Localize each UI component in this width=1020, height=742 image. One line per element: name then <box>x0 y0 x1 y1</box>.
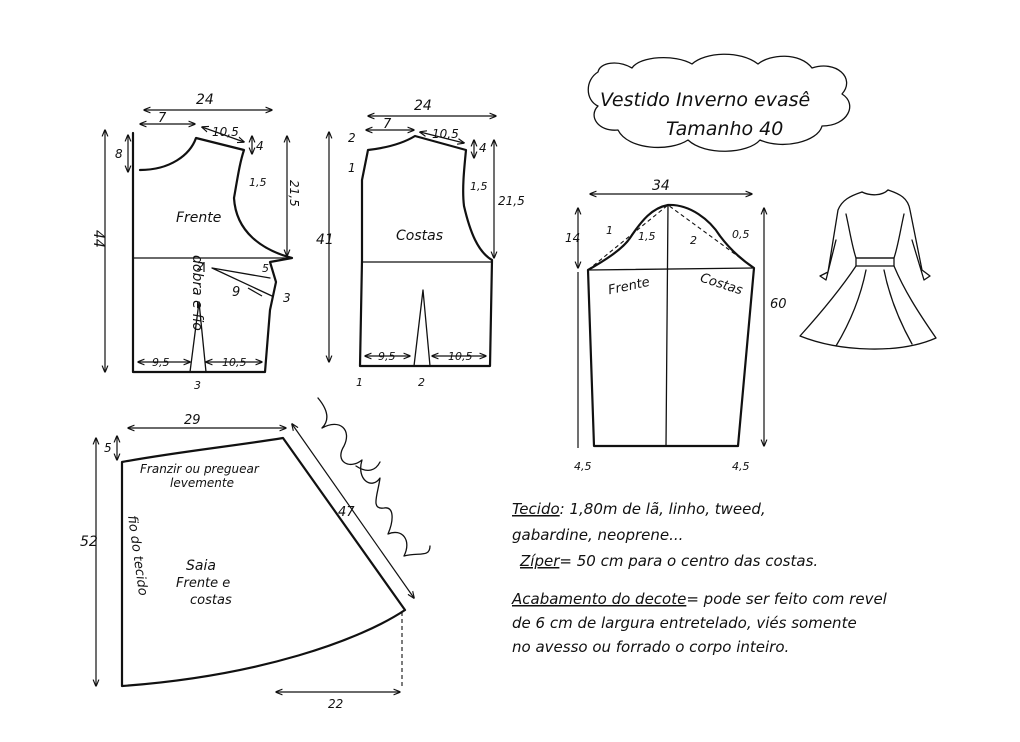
front-dart-length-dim <box>247 287 263 297</box>
back-waist-right-label: 10,5 <box>448 350 473 363</box>
front-length-label: 44 <box>90 230 106 248</box>
back-bodice-name: Costas <box>396 228 443 244</box>
dress-right-sleeve <box>887 189 931 281</box>
front-shoulder-dim <box>202 127 244 142</box>
sleeve-cap-guides <box>587 204 755 271</box>
front-waist-right-label: 10,5 <box>222 356 247 369</box>
sleeve-back-label: Costas <box>698 271 744 299</box>
notes-finish-text3: no avesso ou forrado o corpo inteiro. <box>512 638 789 656</box>
sleeve-cuff-right-label: 4,5 <box>732 460 750 473</box>
sleeve-front-label: Frente <box>607 275 651 298</box>
front-neck-width-label: 7 <box>158 111 167 126</box>
notes-finish-text2: de 6 cm de largura entretelado, viés som… <box>512 614 857 632</box>
skirt-length-label: 52 <box>80 534 98 550</box>
dress-illustration <box>799 189 937 350</box>
back-shoulder-drop-label: 4 <box>479 141 487 155</box>
sleeve-curve-a-label: 1 <box>606 224 613 237</box>
back-waist-dart-label: 2 <box>418 376 425 389</box>
notes-fabric-label: Tecido <box>512 500 560 518</box>
back-hem-offset-label: 1 <box>356 376 363 389</box>
sleeve-cuff-left-label: 4,5 <box>574 460 592 473</box>
back-shoulder-label: 10,5 <box>432 127 459 141</box>
notes-block: Tecido: 1,80m de lã, linho, tweed, gabar… <box>511 500 888 656</box>
back-neck-side-label: 1 <box>348 161 356 175</box>
sleeve-cap-line <box>587 267 755 271</box>
front-dart-width-label: 3 <box>283 291 291 305</box>
skirt-side-dim <box>292 424 414 598</box>
front-width-label: 24 <box>196 92 214 108</box>
front-bodice-outline <box>131 131 294 374</box>
front-neck-depth-label: 8 <box>115 147 123 161</box>
front-waist-left-label: 9,5 <box>152 356 170 369</box>
front-bodice-piece: 24 7 10,5 8 4 21,5 1,5 44 Frente dobra e… <box>90 92 301 392</box>
skirt-name-line2: Frente e <box>176 576 230 591</box>
skirt-gather-line1: Franzir ou preguear <box>140 462 260 476</box>
sleeve-length-label: 60 <box>770 297 787 312</box>
skirt-gather-line2: levemente <box>170 476 234 490</box>
dress-waistband <box>855 257 895 267</box>
notes-fabric-line: Tecido: 1,80m de lã, linho, tweed, <box>512 500 766 518</box>
front-waist-dart-label: 3 <box>194 379 201 392</box>
sleeve-curve-b-label: 1,5 <box>638 230 656 243</box>
front-dart-top-label: 2 <box>197 260 204 273</box>
front-waist-dart <box>189 301 207 373</box>
sleeve-cap-height-label: 14 <box>565 231 580 245</box>
notes-fabric-text2: gabardine, neoprene... <box>512 526 683 544</box>
notes-zipper-label: Zíper <box>519 552 560 570</box>
back-waist-left-label: 9,5 <box>378 350 396 363</box>
title-line2: Tamanho 40 <box>666 118 783 140</box>
dress-skirt-folds <box>835 269 913 347</box>
skirt-top-width-label: 29 <box>184 413 201 428</box>
front-dart-side-label: 5 <box>262 262 269 275</box>
notes-finish-text1: = pode ser feito com revel <box>686 590 887 608</box>
skirt-name-line1: Saia <box>186 558 216 574</box>
signature <box>317 397 431 557</box>
back-waist-dart <box>413 289 431 367</box>
back-bodice-piece: 24 7 10,5 2 1 4 1,5 21,5 41 Costas 9,5 1… <box>316 98 525 389</box>
notes-zipper-text: = 50 cm para o centro das costas. <box>559 552 818 570</box>
skirt-top-drop-label: 5 <box>104 441 112 455</box>
back-shoulder-dim <box>420 132 464 143</box>
title-cloud: Vestido Inverno evasê Tamanho 40 <box>587 53 851 152</box>
skirt-hem-extra-label: 22 <box>328 697 343 711</box>
dress-left-sleeve <box>819 191 863 281</box>
back-neck-depth-label: 2 <box>348 131 356 145</box>
back-bodice-outline <box>358 134 494 368</box>
dress-neckline <box>861 189 889 196</box>
front-armhole-depth-label: 21,5 <box>287 180 301 207</box>
skirt-name-line3: costas <box>190 593 232 608</box>
front-shoulder-drop-label: 4 <box>256 139 264 153</box>
sleeve-curve-d-label: 0,5 <box>732 228 750 241</box>
front-dart-length-label: 9 <box>232 285 240 300</box>
notes-finish-line: Acabamento do decote= pode ser feito com… <box>511 590 888 608</box>
back-length-label: 41 <box>316 232 334 248</box>
back-width-label: 24 <box>414 98 432 114</box>
skirt-grain-label: fio do tecido <box>124 514 150 596</box>
skirt-outline <box>120 436 407 688</box>
notes-zipper-line: Zíper= 50 cm para o centro das costas. <box>519 552 818 570</box>
dress-skirt <box>799 265 937 350</box>
skirt-piece: 29 5 52 47 22 Franzir ou preguear leveme… <box>80 413 414 711</box>
notes-fabric-text: : 1,80m de lã, linho, tweed, <box>560 500 766 518</box>
back-neck-width-label: 7 <box>383 117 392 132</box>
notes-finish-label: Acabamento do decote <box>511 590 686 608</box>
sleeve-width-label: 34 <box>652 178 670 194</box>
sleeve-outline <box>586 203 756 448</box>
dress-bodice <box>845 213 905 259</box>
back-armhole-curve-label: 1,5 <box>470 180 488 193</box>
back-armhole-depth-label: 21,5 <box>498 194 525 208</box>
sleeve-center-line <box>665 204 669 447</box>
skirt-side-label: 47 <box>338 505 355 520</box>
title-line1: Vestido Inverno evasê <box>600 89 810 111</box>
front-bodice-name: Frente <box>176 210 221 226</box>
sleeve-piece: 34 14 1 1,5 2 0,5 Frente Costas 60 4,5 4… <box>565 178 787 473</box>
front-side-dart <box>211 267 273 297</box>
title-cloud-outline <box>587 53 851 152</box>
front-shoulder-label: 10,5 <box>212 125 239 139</box>
front-fold-label: dobra e fio <box>189 255 205 331</box>
sleeve-curve-c-label: 2 <box>690 234 697 247</box>
front-armhole-curve-label: 1,5 <box>249 176 267 189</box>
